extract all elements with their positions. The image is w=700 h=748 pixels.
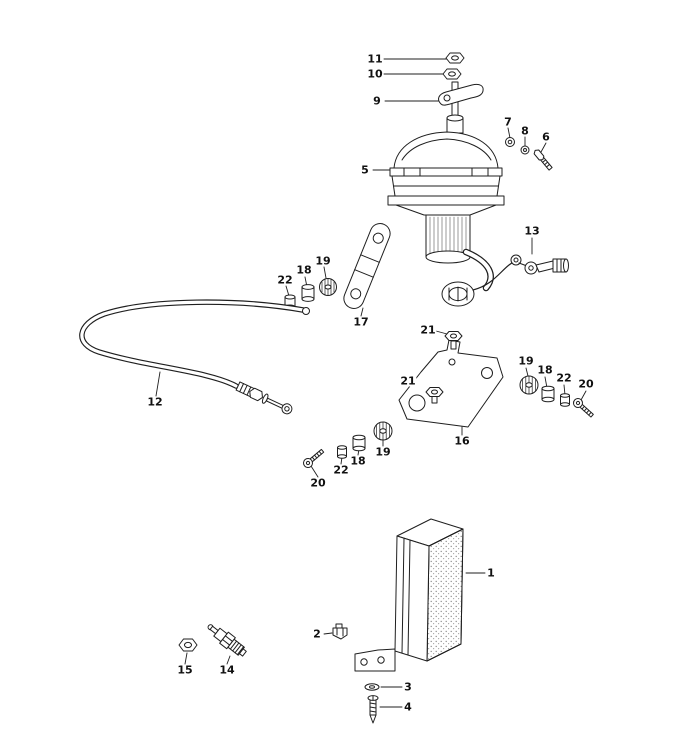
callout-16: 16 <box>453 434 471 448</box>
clip-drawing <box>332 623 348 640</box>
callout-19-b: 19 <box>517 354 535 368</box>
callout-18-c: 18 <box>349 454 367 468</box>
fastener-row-lower-drawing <box>303 421 393 468</box>
callout-2: 2 <box>312 627 322 641</box>
callout-19-a: 19 <box>314 254 332 268</box>
callout-22-a: 22 <box>276 273 294 287</box>
control-unit-drawing <box>354 518 464 672</box>
callout-15: 15 <box>176 663 194 677</box>
callout-14: 14 <box>218 663 236 677</box>
mounting-bracket-drawing <box>398 331 504 428</box>
washers-and-bolt-drawing <box>505 137 553 171</box>
callout-21-lower: 21 <box>399 374 417 388</box>
actuator-unit-drawing <box>387 114 520 307</box>
washer-screw-drawing <box>364 683 380 724</box>
callout-5: 5 <box>360 163 370 177</box>
callout-1: 1 <box>486 566 496 580</box>
fastener-row-right-drawing <box>519 375 594 418</box>
callout-3: 3 <box>403 680 413 694</box>
linkage-drawing <box>510 254 569 275</box>
callout-8: 8 <box>520 124 530 138</box>
callout-6: 6 <box>541 130 551 144</box>
callout-20-a: 20 <box>577 377 595 391</box>
callout-13: 13 <box>523 224 541 238</box>
bushing-set-left-drawing <box>284 278 337 310</box>
cable-drawing <box>79 299 310 415</box>
callout-9: 9 <box>372 94 382 108</box>
callout-17: 17 <box>352 315 370 329</box>
switch-drawing <box>178 624 247 657</box>
callout-20-b: 20 <box>309 476 327 490</box>
callout-21-upper: 21 <box>419 323 437 337</box>
callout-22-c: 22 <box>332 463 350 477</box>
callout-18-a: 18 <box>295 263 313 277</box>
callout-11: 11 <box>366 52 384 66</box>
callout-12: 12 <box>146 395 164 409</box>
lever-arm-drawing <box>438 83 484 106</box>
callout-18-b: 18 <box>536 363 554 377</box>
callout-10: 10 <box>366 67 384 81</box>
callout-19-c: 19 <box>374 445 392 459</box>
callout-7: 7 <box>503 115 513 129</box>
callout-4: 4 <box>403 700 413 714</box>
bracket-17-drawing <box>343 223 391 309</box>
callout-22-b: 22 <box>555 371 573 385</box>
